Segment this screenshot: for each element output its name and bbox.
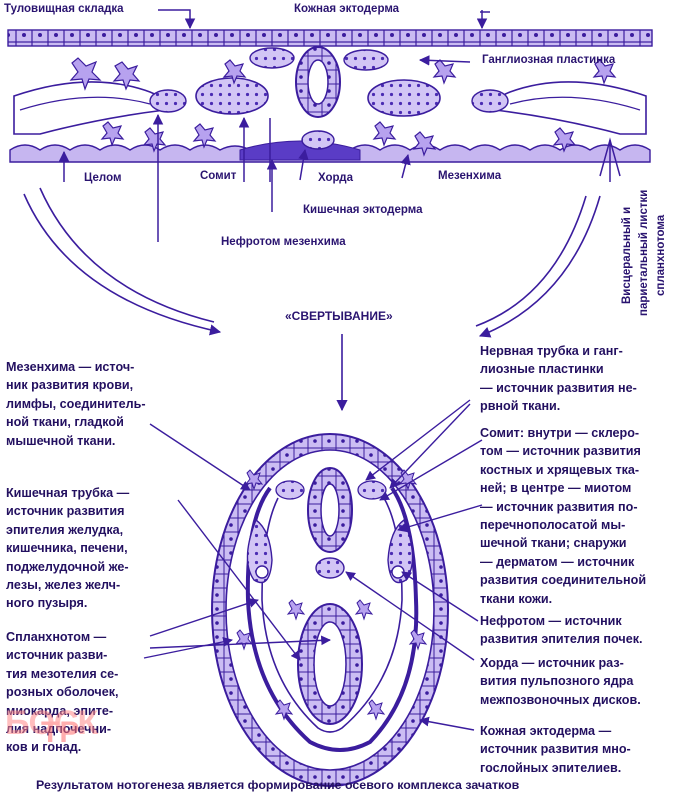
note-notochord: Хорда — источник раз-вития пульпозного я… [480, 656, 641, 707]
note-pointers [143, 399, 483, 731]
middle-title: «СВЕРТЫВАНИЕ» [285, 309, 393, 323]
label-nephrotome-top: Нефротом мезенхима [221, 236, 346, 248]
notochord-top [301, 130, 335, 150]
ectoderm-band [7, 29, 653, 47]
mesenchyme-cells-bottom [234, 469, 428, 721]
ganglion-plate-left [249, 47, 295, 69]
label-skin-ectoderm-top: Кожная эктодерма [294, 3, 400, 15]
label-trunk-fold: Туловищная складка [4, 3, 124, 15]
watermark-logo: БОСК ТР [5, 704, 98, 749]
label-coelom: Целом [84, 172, 122, 184]
footer-conclusion: Результатом нотогенеза является формиров… [36, 778, 520, 792]
label-splanchnotome-layers: Висцеральный и париетальный листки сплан… [621, 189, 667, 316]
somite-left [195, 77, 269, 115]
bottom-section-art [143, 399, 483, 787]
curl-arrows [23, 187, 601, 412]
label-mesenchyme-top: Мезенхима [438, 170, 502, 182]
ganglion-plate-right [343, 49, 389, 71]
mesenchyme-cells-top [69, 57, 617, 157]
top-pointers [58, 9, 621, 242]
note-skin-ectoderm: Кожная эктодерма —источник развития мно-… [480, 724, 631, 775]
ganglion-plate-bottom-left [275, 480, 305, 500]
ganglion-plate-bottom-right [357, 480, 387, 500]
top-section-art [7, 9, 653, 412]
parietal-sheet [245, 486, 419, 752]
notochord-bottom [315, 557, 345, 579]
somite-right [367, 79, 441, 117]
nephrotome-left-bottom [255, 565, 269, 579]
label-notochord-top: Хорда [318, 172, 353, 184]
note-mesenchyme: Мезенхима — источ-ник развития крови,лим… [6, 360, 146, 448]
visceral-sheet [261, 497, 403, 733]
label-somite-top: Сомит [200, 170, 237, 182]
note-somite: Сомит: внутри — склеро-том — источник ра… [480, 426, 647, 606]
label-gut-endoderm: Кишечная эктодерма [303, 204, 423, 216]
label-ganglion-plate: Ганглиозная пластинка [482, 54, 616, 66]
note-splanchnotome: Спланхнотом —источник разви-тия мезотели… [6, 630, 119, 755]
note-neural-tube: Нервная трубка и ганг-лиозные пластинки—… [480, 344, 637, 414]
